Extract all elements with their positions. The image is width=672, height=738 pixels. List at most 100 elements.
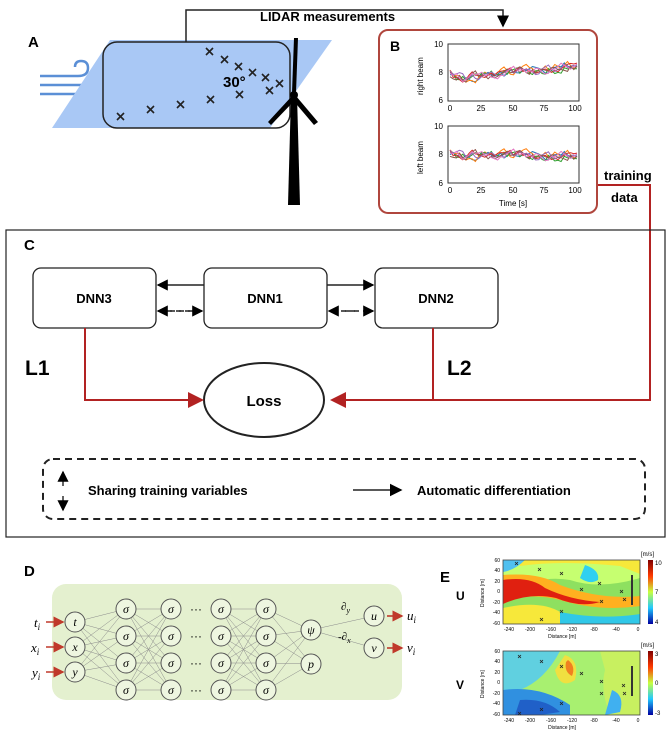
u-unit: [m/s] bbox=[641, 552, 654, 558]
x-tick: -40 bbox=[612, 627, 619, 633]
cb-tick: 7 bbox=[655, 590, 659, 596]
y-tick: -40 bbox=[493, 701, 500, 707]
l2-label: L2 bbox=[447, 357, 472, 380]
row-v-label: V bbox=[456, 678, 464, 692]
scan-angle: 30° bbox=[223, 74, 246, 91]
panel-a-label: A bbox=[28, 34, 39, 51]
network-node bbox=[115, 625, 137, 647]
v-xticks: -240 -200 -160 -120 -80 -40 0 bbox=[504, 718, 640, 724]
measurement-point bbox=[206, 95, 215, 104]
tick-label: 0 bbox=[448, 186, 453, 195]
measurement-point bbox=[265, 86, 274, 95]
measurement-point bbox=[275, 79, 284, 88]
network-edge bbox=[310, 629, 375, 649]
lidar-arrow bbox=[185, 9, 509, 42]
cb-tick: -3 bbox=[655, 711, 661, 717]
network-node-label: σ bbox=[218, 602, 225, 616]
dnn2-box bbox=[374, 267, 499, 329]
y-tick: 60 bbox=[494, 558, 500, 564]
training-data-arrow bbox=[330, 184, 651, 408]
panel-c-label: C bbox=[24, 237, 35, 254]
measurement-point bbox=[176, 100, 185, 109]
network-node bbox=[363, 637, 385, 659]
v-colorbar bbox=[648, 651, 653, 715]
lidar-title: LIDAR measurements bbox=[260, 9, 395, 24]
network-edge bbox=[74, 621, 127, 691]
network-node-label: σ bbox=[263, 683, 270, 697]
x-tick: 0 bbox=[637, 627, 640, 633]
network-edge bbox=[125, 608, 172, 664]
v-unit: [m/s] bbox=[641, 643, 654, 649]
left-beam-series bbox=[449, 148, 578, 163]
network-node bbox=[64, 661, 86, 683]
cb-tick: 4 bbox=[655, 620, 659, 626]
measurement-point bbox=[234, 62, 243, 71]
measurement-point bbox=[261, 73, 270, 82]
network-node-label: σ bbox=[168, 629, 175, 643]
y-tick: -60 bbox=[493, 621, 500, 627]
x-tick: -160 bbox=[546, 718, 556, 724]
network-node bbox=[115, 652, 137, 674]
network-node-label: σ bbox=[168, 602, 175, 616]
x-tick: -200 bbox=[525, 718, 535, 724]
tick-label: 75 bbox=[540, 104, 549, 113]
network-node-label: v bbox=[371, 641, 377, 655]
measurement-point bbox=[116, 112, 125, 121]
network-edge bbox=[220, 635, 267, 691]
u-colorbar bbox=[648, 560, 653, 624]
tick-label: 100 bbox=[568, 104, 582, 113]
network-node bbox=[64, 636, 86, 658]
y-tick: 40 bbox=[494, 659, 500, 665]
network-node bbox=[210, 679, 232, 701]
series-line bbox=[449, 67, 578, 81]
y-tick: 20 bbox=[494, 670, 500, 676]
legend-box bbox=[42, 458, 646, 520]
network-node bbox=[300, 619, 322, 641]
network-node-label: p bbox=[307, 657, 314, 671]
panel-b: B 10 8 6 0 25 50 75 100 right beam 10 8 … bbox=[330, 29, 652, 408]
network-node bbox=[160, 679, 182, 701]
network-node bbox=[115, 598, 137, 620]
measurement-point bbox=[248, 68, 257, 77]
output-v-label: vi bbox=[407, 640, 416, 657]
panel-a: A 30° bbox=[28, 9, 509, 205]
x-tick: -120 bbox=[567, 627, 577, 633]
training-label: training bbox=[604, 168, 652, 183]
x-tick: -120 bbox=[567, 718, 577, 724]
series-line bbox=[449, 60, 578, 84]
y-tick: 60 bbox=[494, 649, 500, 655]
network-node-label: x bbox=[71, 640, 78, 654]
wind-turbine-icon bbox=[268, 38, 318, 205]
x-tick: -200 bbox=[525, 627, 535, 633]
network-node bbox=[210, 598, 232, 620]
network-node bbox=[160, 625, 182, 647]
output-u-label: ui bbox=[407, 608, 417, 625]
network-node bbox=[363, 605, 385, 627]
u-field-map bbox=[502, 559, 641, 625]
network-edge bbox=[125, 635, 172, 691]
input-x-label: xi bbox=[30, 640, 40, 657]
v-yticks: 60 40 20 0 -20 -40 -60 bbox=[493, 649, 500, 718]
tick-label: 6 bbox=[439, 179, 444, 188]
series-line bbox=[449, 63, 578, 81]
network-node-label: σ bbox=[218, 683, 225, 697]
y-tick: 0 bbox=[497, 680, 500, 686]
row-u-label: U bbox=[456, 589, 465, 603]
dnn2-label: DNN2 bbox=[418, 291, 453, 306]
network-edge bbox=[74, 621, 127, 664]
y-tick: 20 bbox=[494, 579, 500, 585]
network-edge bbox=[74, 608, 127, 673]
input-y-label: yi bbox=[30, 665, 41, 682]
dnn3-label: DNN3 bbox=[76, 291, 111, 306]
network-node-label: t bbox=[73, 615, 77, 629]
legend-autodiff-label: Automatic differentiation bbox=[417, 483, 571, 498]
y-tick: 0 bbox=[497, 589, 500, 595]
network-node bbox=[160, 652, 182, 674]
ellipsis-label: ··· bbox=[190, 629, 202, 643]
panel-b-label: B bbox=[390, 38, 400, 54]
tick-label: 50 bbox=[509, 104, 518, 113]
dnn3-box bbox=[32, 267, 157, 329]
network-node-label: σ bbox=[123, 683, 130, 697]
panel-e-label: E bbox=[440, 569, 450, 586]
